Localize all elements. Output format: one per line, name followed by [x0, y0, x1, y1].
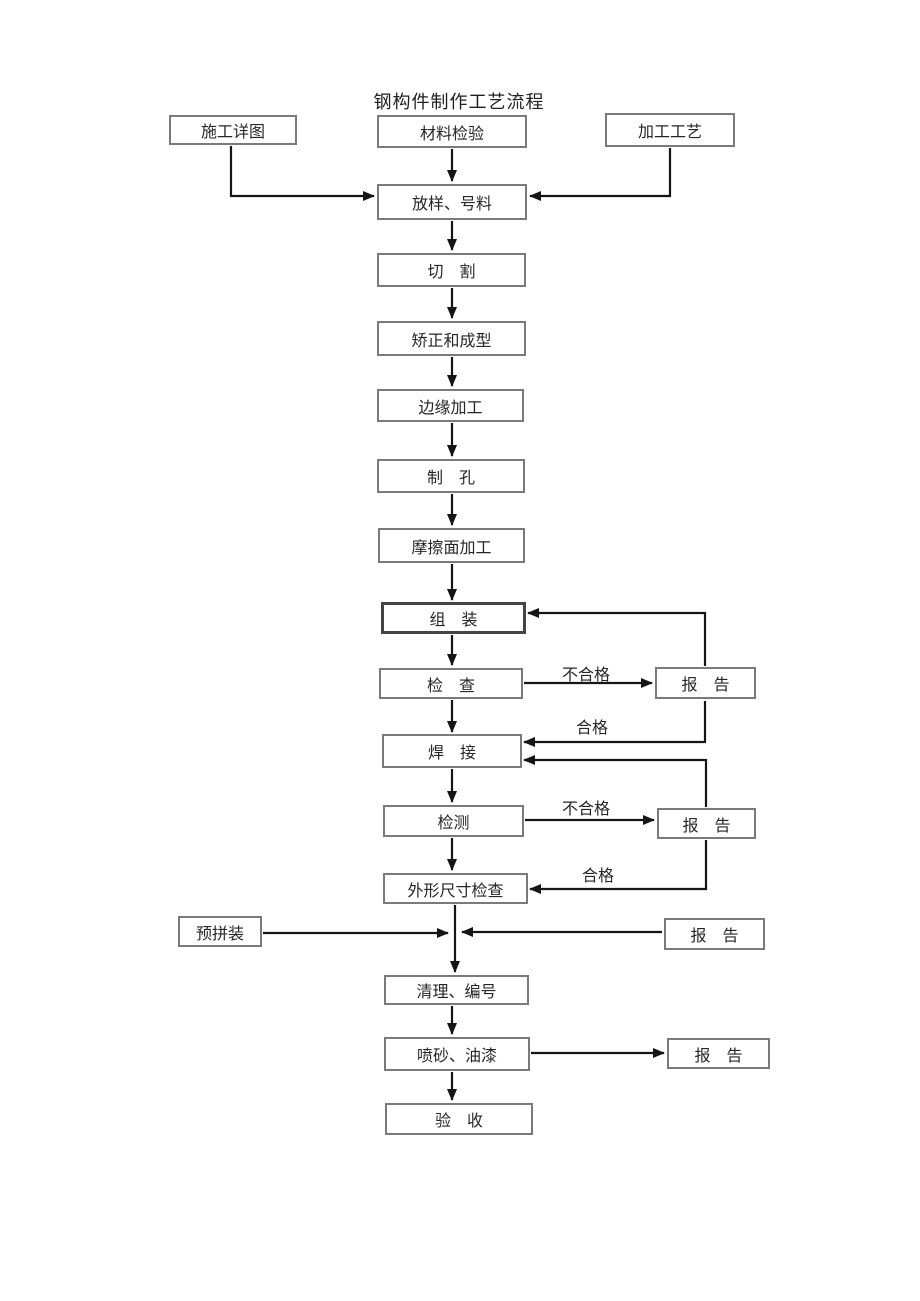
- edge-label-unqualified-1: 不合格: [562, 667, 611, 684]
- node-cutting: 切 割: [377, 253, 526, 287]
- node-acceptance: 验 收: [385, 1103, 533, 1135]
- edge-label-qualified-2: 合格: [582, 868, 615, 885]
- node-report-2: 报 告: [657, 808, 756, 839]
- node-pre-assembly: 预拼装: [178, 916, 262, 947]
- arrow-report1-to-welding: [523, 701, 707, 747]
- node-welding: 焊 接: [382, 734, 522, 768]
- node-report-3: 报 告: [664, 918, 765, 950]
- arrow-processing-to-lofting: [529, 148, 672, 201]
- node-edge-processing: 边缘加工: [377, 389, 524, 422]
- node-testing: 检测: [383, 805, 524, 837]
- arrow-report1-to-assembly: [527, 608, 707, 666]
- arrow-report2-to-welding: [523, 755, 708, 807]
- node-report-4: 报 告: [667, 1038, 770, 1069]
- node-lofting-marking: 放样、号料: [377, 184, 527, 220]
- node-drilling: 制 孔: [377, 459, 525, 493]
- arrow-report2-to-dimension: [529, 840, 708, 894]
- node-cleaning-numbering: 清理、编号: [384, 975, 529, 1005]
- edge-label-unqualified-2: 不合格: [562, 801, 611, 818]
- node-construction-drawing: 施工详图: [169, 115, 297, 145]
- node-assembly: 组 装: [381, 602, 526, 634]
- node-inspection: 检 查: [379, 668, 523, 699]
- node-dimension-check: 外形尺寸检查: [383, 873, 528, 904]
- diagram-title: 钢构件制作工艺流程: [373, 92, 545, 112]
- edge-label-qualified-1: 合格: [576, 720, 609, 737]
- node-straightening-forming: 矫正和成型: [377, 321, 526, 356]
- node-processing-technology: 加工工艺: [605, 113, 735, 147]
- node-friction-surface: 摩擦面加工: [378, 528, 525, 563]
- node-sandblasting-painting: 喷砂、油漆: [384, 1037, 530, 1071]
- node-report-1: 报 告: [655, 667, 756, 699]
- node-material-inspection: 材料检验: [377, 115, 527, 148]
- arrow-construction-to-lofting: [229, 146, 375, 201]
